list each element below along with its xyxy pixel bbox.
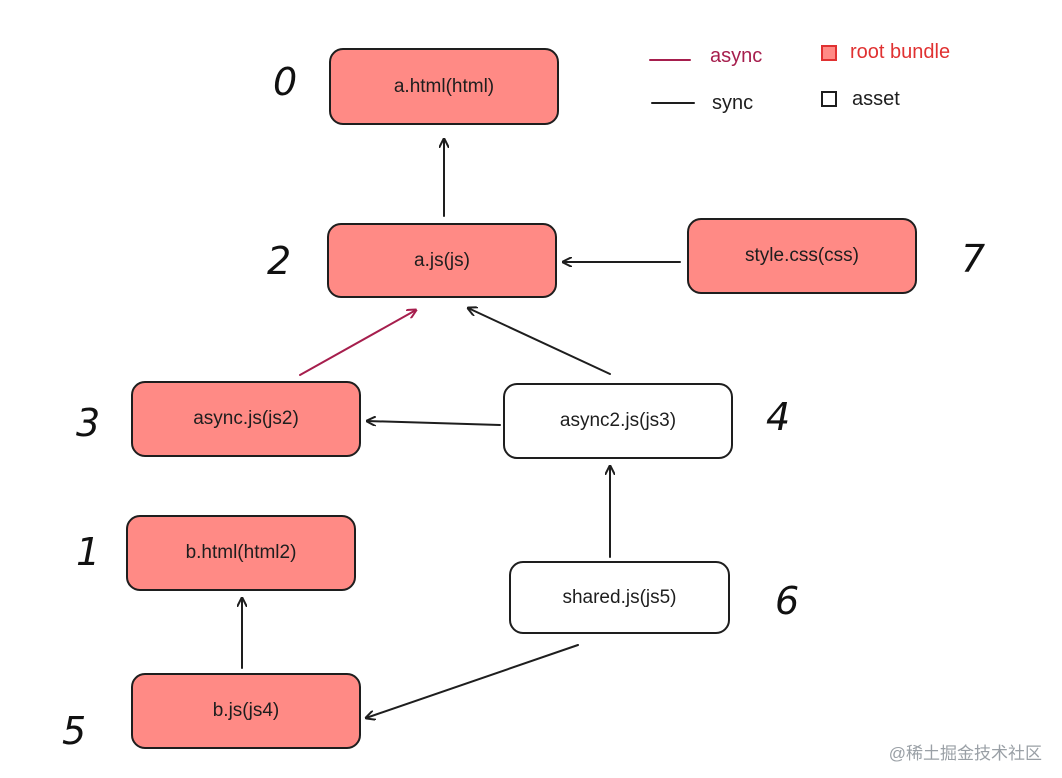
index-b-js: 5 xyxy=(62,709,87,753)
index-b-html: 1 xyxy=(76,530,101,574)
edge-async2-js-to-a-js xyxy=(468,308,611,375)
legend-sync-label: sync xyxy=(712,92,754,114)
node-a-html: a.html(html) xyxy=(329,48,559,125)
legend-root-bundle-label: root bundle xyxy=(850,41,951,63)
node-a-js-label: a.js(js) xyxy=(414,249,470,271)
node-async2-js-label: async2.js(js3) xyxy=(559,410,677,431)
index-a-html: 0 xyxy=(273,60,298,104)
edge-async2-js-to-async-js xyxy=(367,421,501,425)
edge-async-js-to-a-js xyxy=(299,310,416,376)
index-shared-js: 6 xyxy=(775,579,800,623)
node-async-js: async.js(js2) xyxy=(131,381,361,457)
node-style-css-label: style.css(css) xyxy=(745,245,859,266)
index-async2-js: 4 xyxy=(766,395,791,439)
node-b-html-label: b.html(html2) xyxy=(185,542,297,563)
node-b-html: b.html(html2) xyxy=(126,515,356,591)
node-style-css: style.css(css) xyxy=(687,218,917,294)
watermark-text: @稀土掘金技术社区 xyxy=(888,744,1042,763)
legend-asset-swatch xyxy=(821,91,837,107)
node-shared-js: shared.js(js5) xyxy=(509,561,730,634)
node-a-html-label: a.html(html) xyxy=(393,75,495,97)
node-b-js-label: b.js(js4) xyxy=(212,700,280,721)
index-a-js: 2 xyxy=(267,239,292,283)
legend-async-label: async xyxy=(710,45,763,67)
index-style-css: 7 xyxy=(961,237,986,281)
node-a-js: a.js(js) xyxy=(327,223,557,298)
node-async-js-label: async.js(js2) xyxy=(193,408,299,429)
legend-root-bundle-swatch xyxy=(821,45,837,61)
legend-asset-label: asset xyxy=(852,88,900,110)
node-async2-js: async2.js(js3) xyxy=(503,383,733,459)
edge-shared-js-to-b-js xyxy=(366,644,579,718)
node-b-js: b.js(js4) xyxy=(131,673,361,749)
node-shared-js-label: shared.js(js5) xyxy=(562,586,677,608)
index-async-js: 3 xyxy=(76,401,101,445)
